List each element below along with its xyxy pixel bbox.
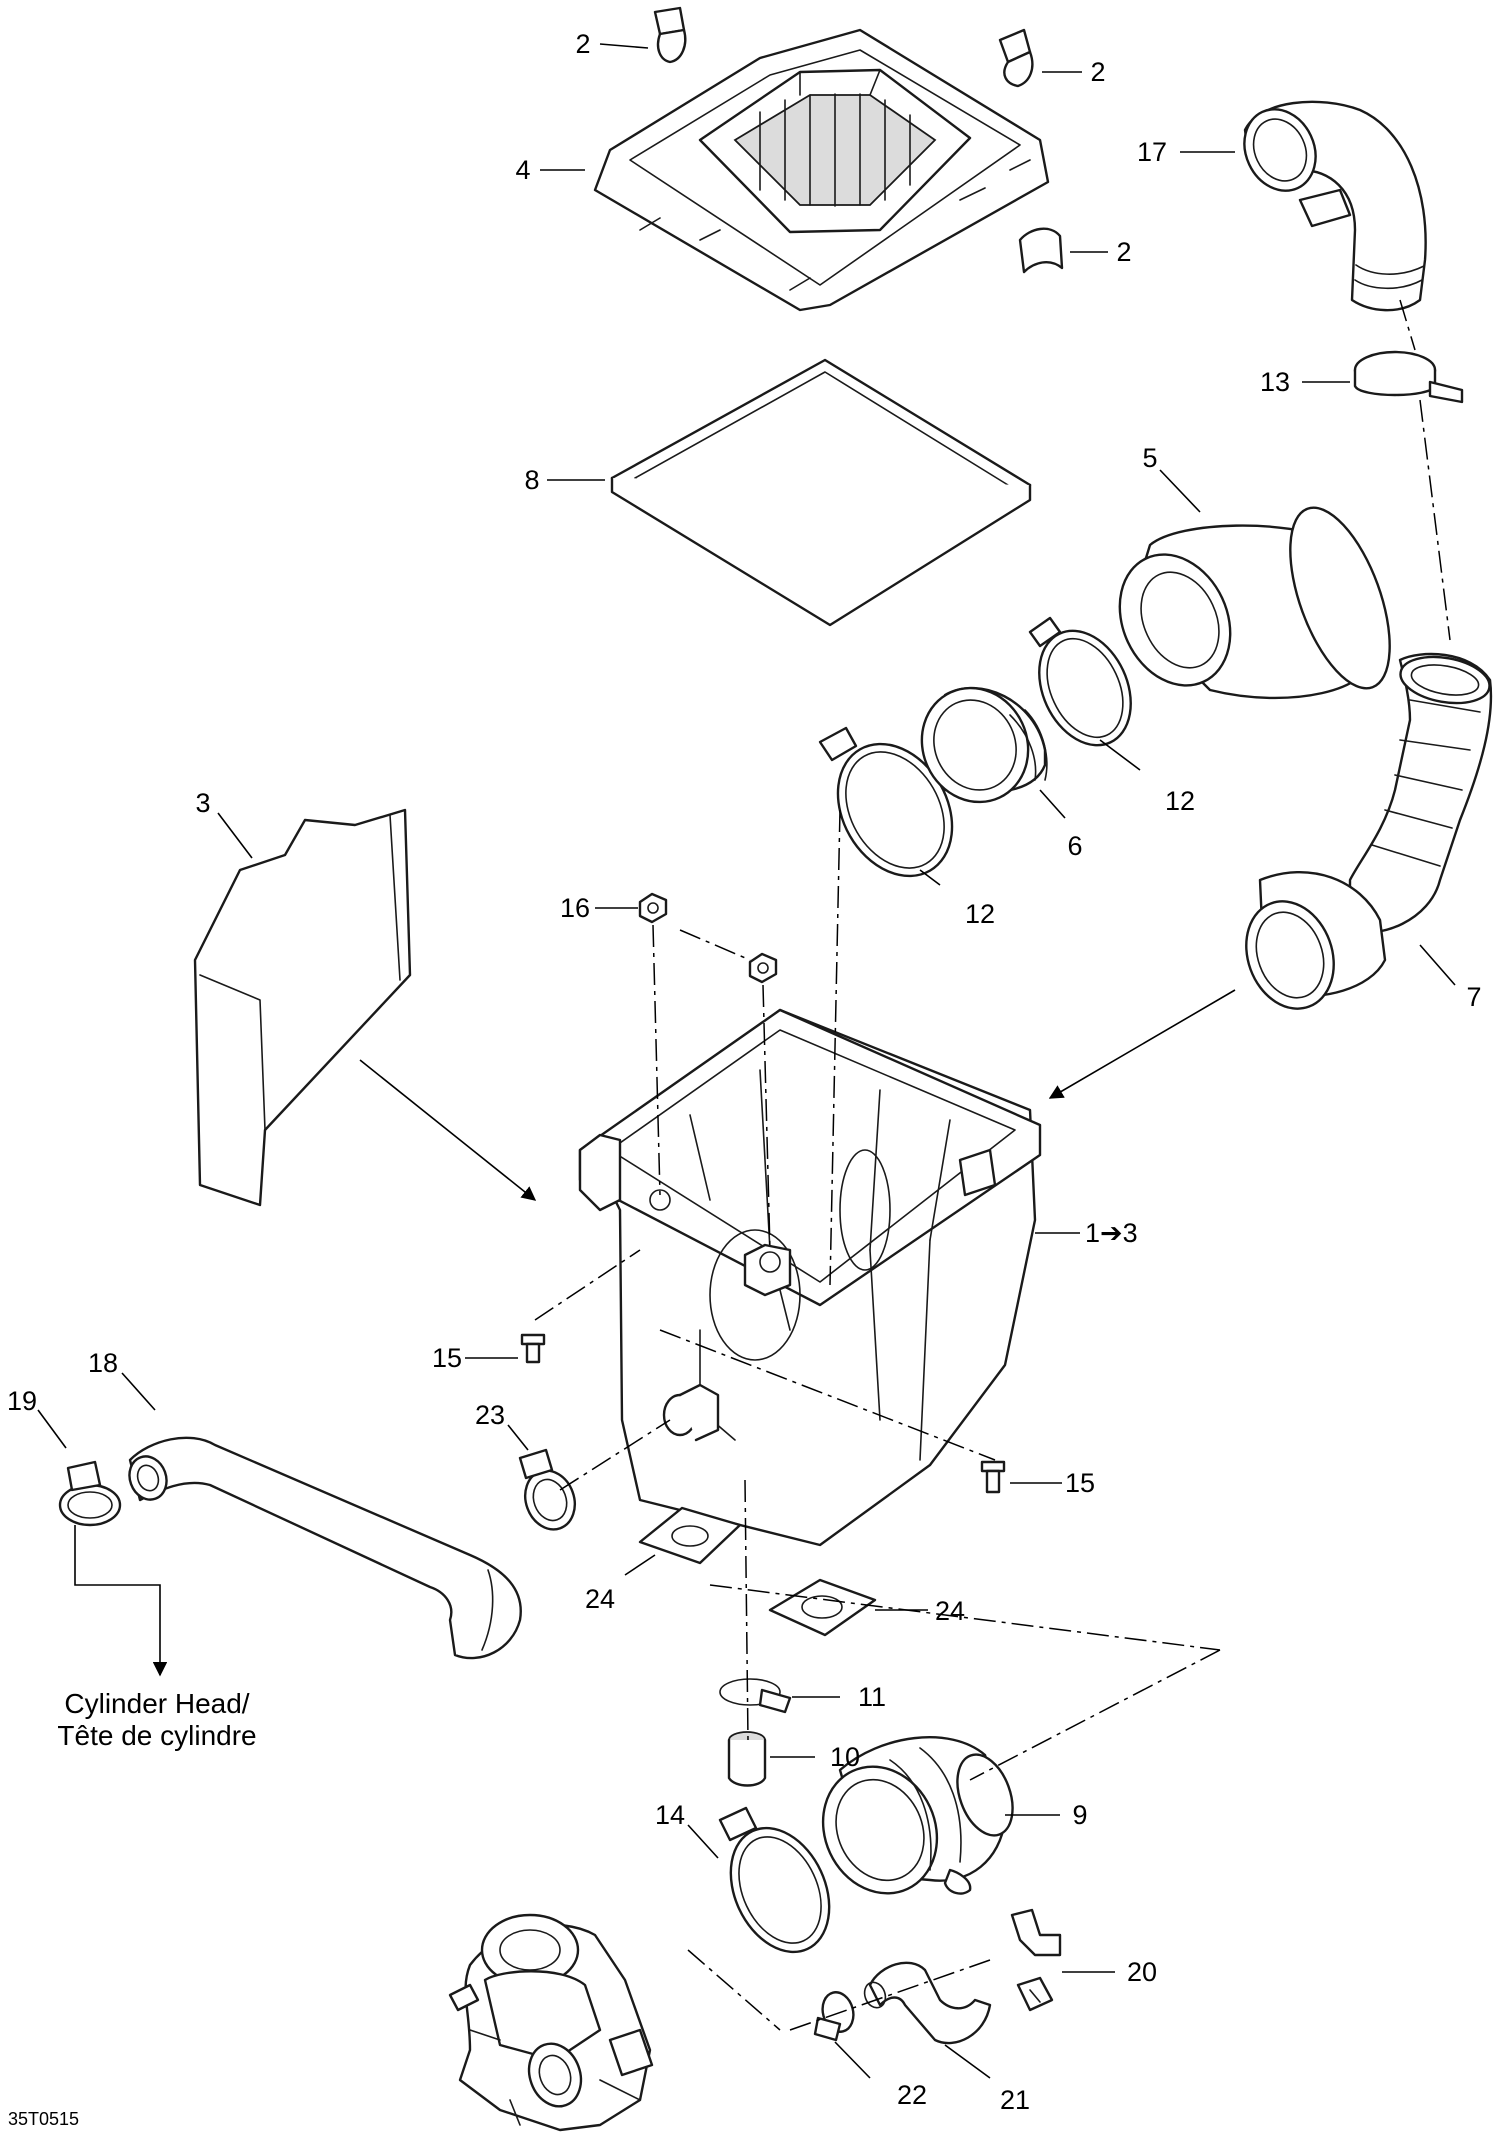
callout-21: 21 <box>1000 2085 1030 2115</box>
clamp-part-19 <box>58 1460 122 1527</box>
airbox-body-part-1 <box>578 1008 1042 1547</box>
pad-part-24a <box>638 1506 742 1565</box>
leader-lines <box>37 43 1456 2079</box>
clamp-part-12b <box>818 726 954 878</box>
callout-2-c: 2 <box>1116 237 1131 267</box>
destination-note: Cylinder Head/ Tête de cylindre <box>57 1688 256 1751</box>
callout-9: 9 <box>1072 1800 1087 1830</box>
callout-8: 8 <box>524 465 539 495</box>
callout-13: 13 <box>1260 367 1290 397</box>
note-line-1: Cylinder Head/ <box>64 1688 249 1719</box>
diagram-code: 35T0515 <box>8 2109 79 2129</box>
pad-part-24b <box>768 1578 877 1637</box>
gasket-part-8 <box>610 358 1032 627</box>
air-filter-part-5 <box>1118 506 1391 700</box>
callout-23: 23 <box>475 1400 505 1430</box>
note-line-2: Tête de cylindre <box>57 1720 256 1751</box>
callout-15-b: 15 <box>1065 1468 1095 1498</box>
callout-4: 4 <box>515 155 530 185</box>
coupler-part-6 <box>920 686 1048 804</box>
callout-5: 5 <box>1142 443 1157 473</box>
callout-22: 22 <box>897 2080 927 2110</box>
callout-14: 14 <box>655 1800 685 1830</box>
carburetor <box>448 1913 654 2132</box>
airbox-cover-part-4 <box>593 28 1050 312</box>
callout-2-a: 2 <box>575 29 590 59</box>
callout-18: 18 <box>88 1348 118 1378</box>
callout-17: 17 <box>1137 137 1167 167</box>
deflector-part-3 <box>193 808 412 1207</box>
spring-clip-part-11 <box>719 1678 792 1714</box>
clamp-part-23 <box>518 1448 576 1531</box>
clamp-part-14 <box>718 1806 831 1954</box>
drain-cap-part-10 <box>727 1731 767 1787</box>
breather-hose-part-18 <box>128 1436 522 1660</box>
clamp-part-12a <box>1028 616 1132 747</box>
small-hose-part-21 <box>863 1961 992 2045</box>
callout-20: 20 <box>1127 1957 1157 1987</box>
callout-12-b: 12 <box>965 899 995 929</box>
clip-part-2c <box>1018 227 1064 274</box>
assembly-lines <box>534 299 1451 2031</box>
callout-19: 19 <box>7 1386 37 1416</box>
callout-1-3: 1➔3 <box>1085 1218 1138 1248</box>
callout-24-a: 24 <box>585 1584 615 1614</box>
callout-24-b: 24 <box>935 1596 965 1626</box>
callout-2-b: 2 <box>1090 57 1105 87</box>
callout-15-a: 15 <box>432 1343 462 1373</box>
callout-12-a: 12 <box>1165 786 1195 816</box>
callout-16: 16 <box>560 893 590 923</box>
adaptor-part-9 <box>821 1736 1014 1895</box>
clip-part-2b <box>998 28 1034 88</box>
callout-10: 10 <box>830 1742 860 1772</box>
direction-arrows <box>74 989 1236 1677</box>
elbow-part-17 <box>1243 100 1427 312</box>
nut-part-16b <box>748 952 778 984</box>
nut-part-16a <box>638 892 668 924</box>
screw-part-15b <box>980 1460 1006 1494</box>
fitting-part-20 <box>1010 1908 1062 2012</box>
callout-7: 7 <box>1466 982 1481 1012</box>
screw-part-15a <box>520 1333 546 1364</box>
callout-11: 11 <box>858 1682 886 1712</box>
clip-part-2a <box>653 6 687 64</box>
callout-3: 3 <box>195 788 210 818</box>
intake-duct-part-7 <box>1245 652 1493 1010</box>
clamp-part-13 <box>1353 350 1464 404</box>
callout-labels: 2 2 2 4 17 13 8 5 12 12 6 3 16 7 1➔3 15 … <box>7 29 1482 2115</box>
callout-6: 6 <box>1067 831 1082 861</box>
